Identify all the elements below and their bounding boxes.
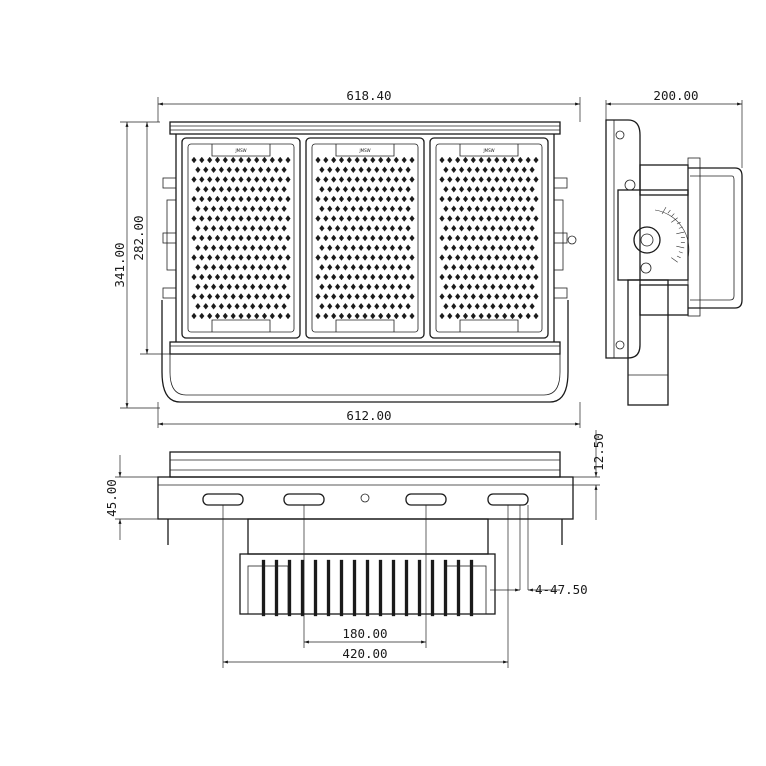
led-module-1: JMSW: [181, 137, 301, 339]
dim-bracket-width: 612.00: [346, 408, 391, 423]
dim-slot-holes: 4-47.50: [535, 582, 588, 597]
module-brand-label: JMSW: [234, 148, 246, 153]
led-lens-grid: [191, 156, 291, 320]
dim-mount-offset: 12.50: [591, 433, 606, 471]
side-view: [605, 119, 743, 406]
led-lens-grid: [315, 156, 415, 320]
dimension-lines: [115, 97, 743, 668]
heatsink-fins: [247, 559, 487, 617]
dim-hole-spacing-outer: 420.00: [342, 646, 387, 661]
led-lens-grid: [439, 156, 539, 320]
dim-overall-height: 341.00: [112, 242, 127, 287]
scale-ticks: [661, 206, 685, 263]
bottom-view: [157, 451, 574, 617]
dim-hole-spacing-inner: 180.00: [342, 626, 387, 641]
led-module-2: JMSW: [305, 137, 425, 339]
module-brand-label: JMSW: [482, 148, 494, 153]
dim-body-thickness: 45.00: [104, 479, 119, 517]
front-view: JMSW JMSW JMSW: [161, 121, 577, 403]
side-mount-left: [162, 177, 177, 299]
module-brand-label: JMSW: [358, 148, 370, 153]
dim-depth: 200.00: [653, 88, 698, 103]
dimension-labels: 618.40 612.00 341.00 282.00 200.00 12.50…: [104, 88, 699, 661]
led-modules: JMSW JMSW JMSW: [181, 137, 549, 339]
led-module-3: JMSW: [429, 137, 549, 339]
dim-overall-width: 618.40: [346, 88, 391, 103]
dim-body-height: 282.00: [131, 215, 146, 260]
tilt-angle-scale: [654, 209, 690, 259]
side-handle: [688, 167, 743, 309]
side-mount-right: [553, 177, 577, 299]
u-bracket: [161, 300, 569, 403]
